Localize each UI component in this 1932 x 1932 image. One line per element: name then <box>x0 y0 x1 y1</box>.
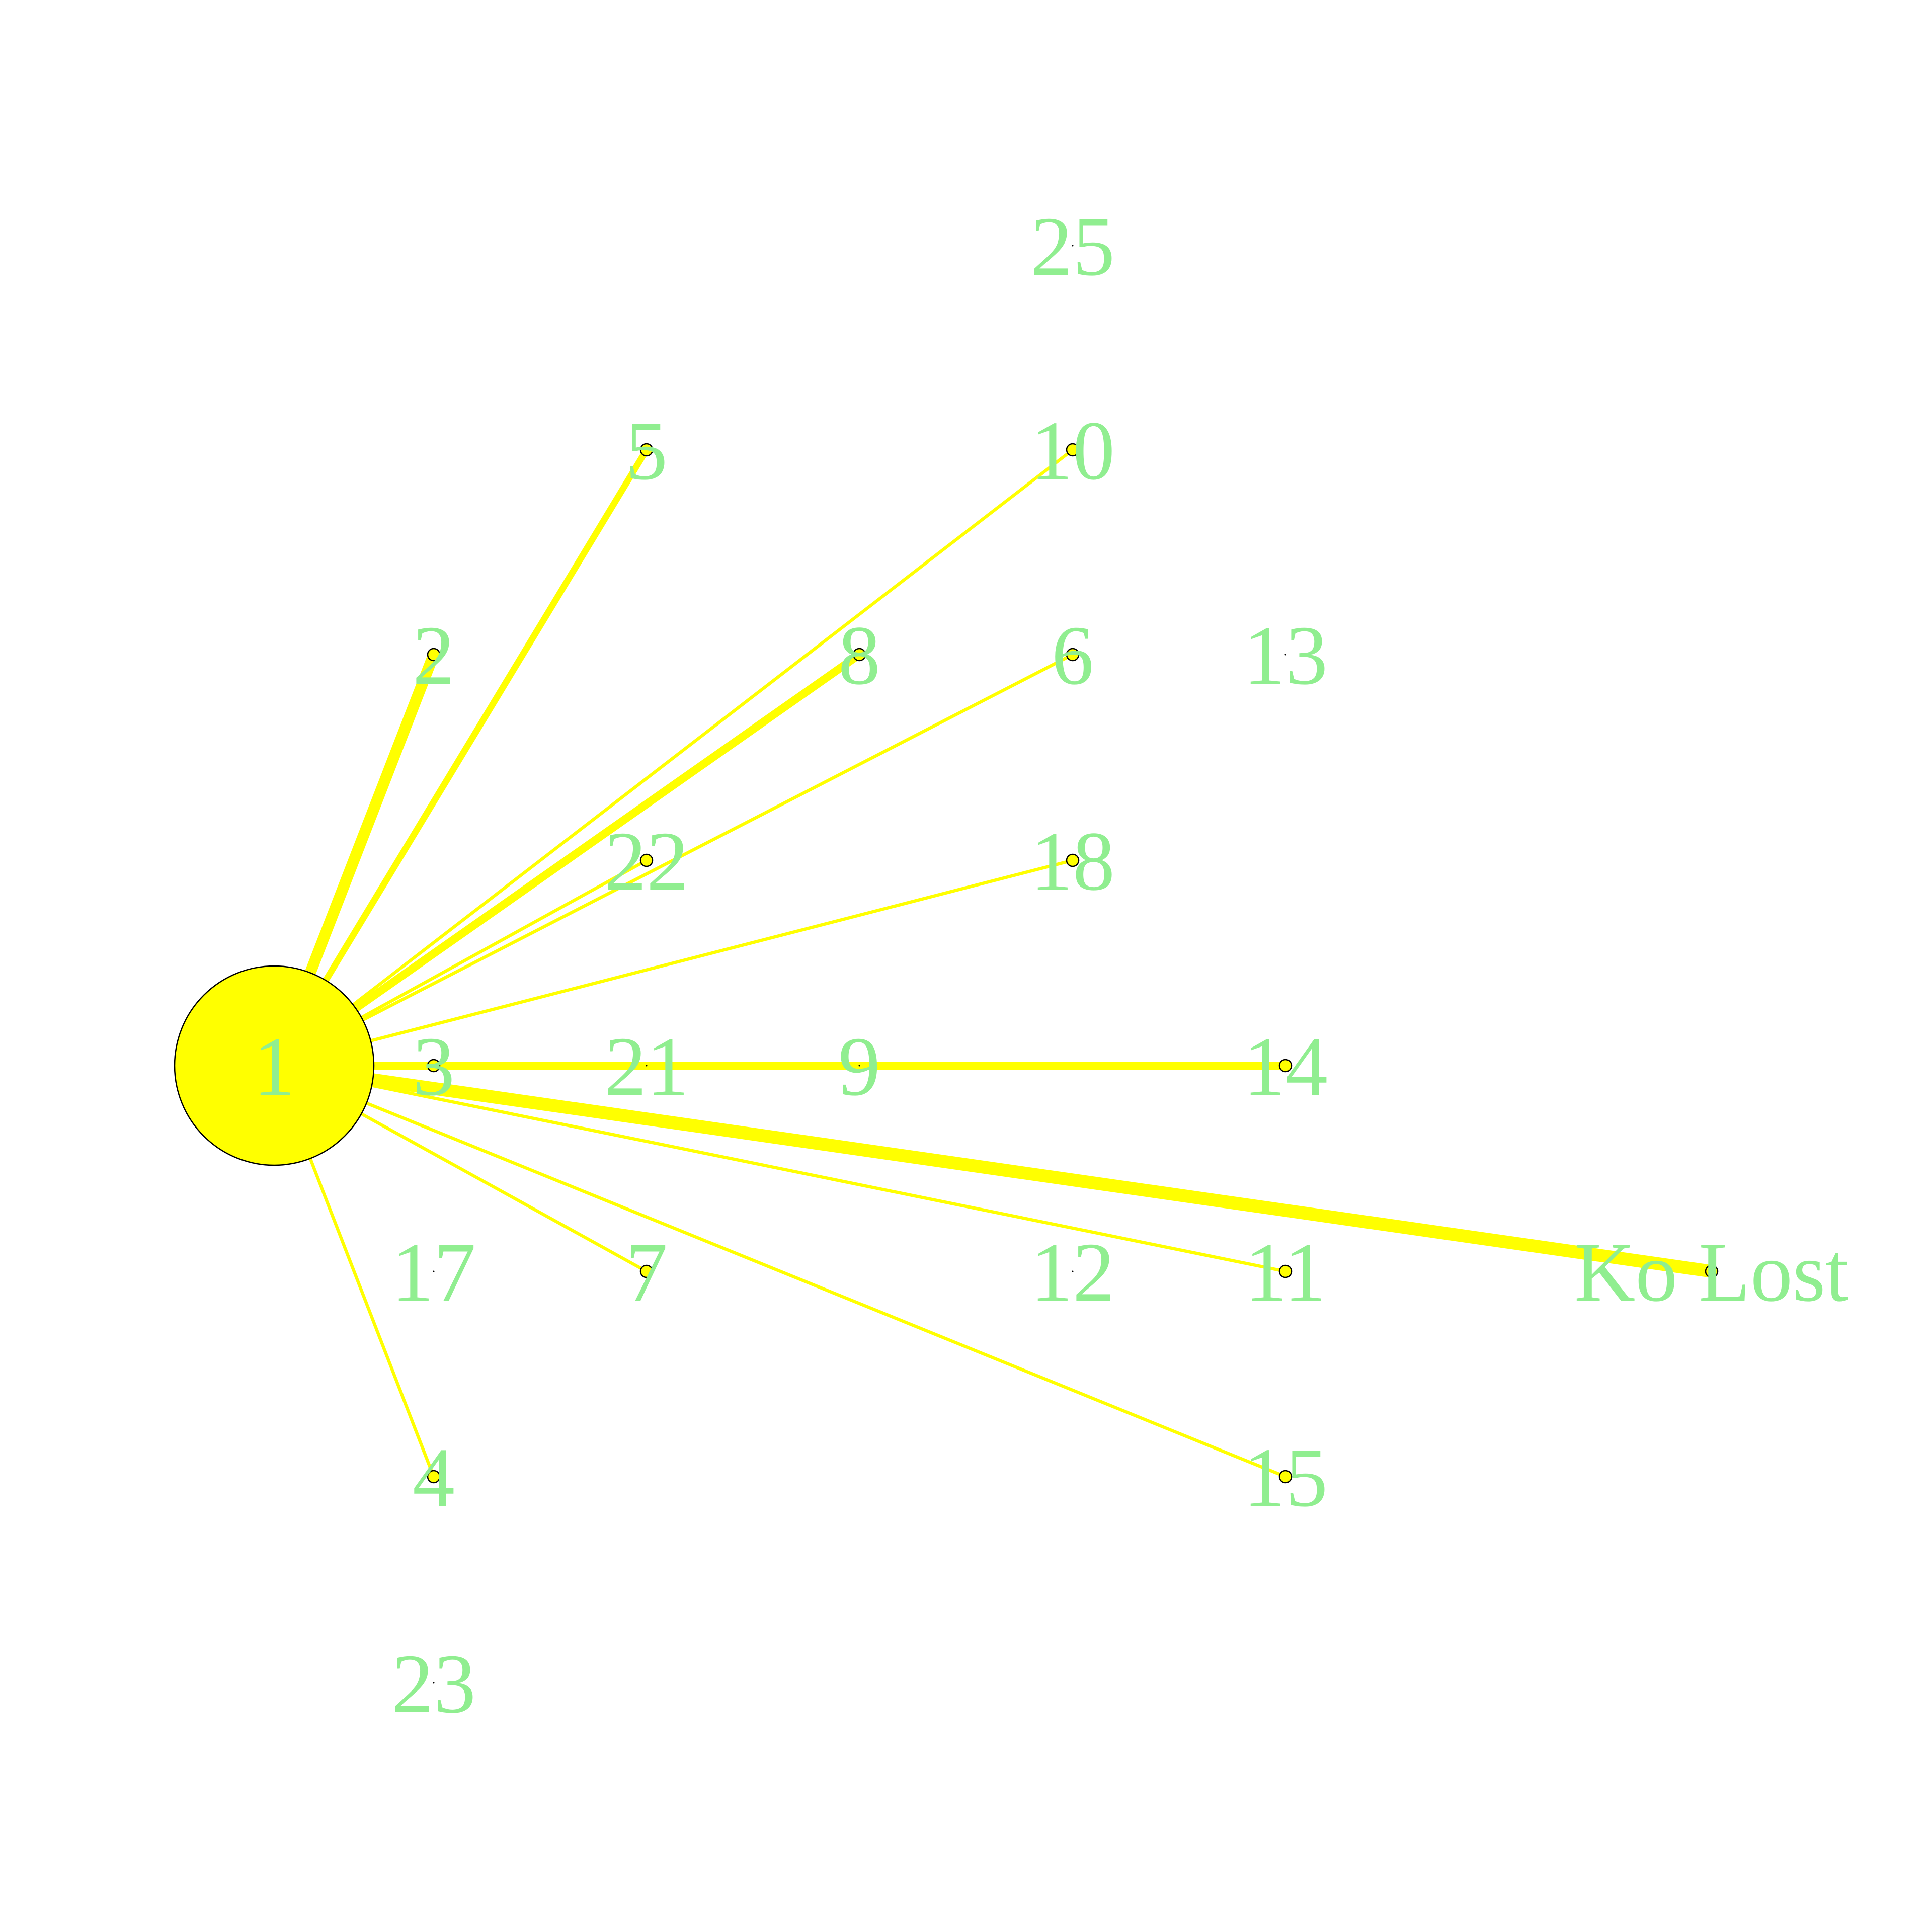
node-label-13: 13 <box>1243 609 1328 702</box>
node-4 <box>427 1470 441 1484</box>
node-13 <box>1284 654 1286 656</box>
node-label-18: 18 <box>1030 815 1115 908</box>
node-label-23: 23 <box>391 1637 476 1731</box>
node-label-25: 25 <box>1030 200 1115 293</box>
node-3 <box>427 1059 441 1073</box>
node-label-12: 12 <box>1030 1226 1115 1319</box>
node-label-10: 10 <box>1030 404 1115 498</box>
edge-1-8 <box>272 651 862 1069</box>
node-label-kolost: Ko Lost <box>1574 1226 1849 1319</box>
node-2 <box>427 648 441 662</box>
node-label-4: 4 <box>413 1431 455 1524</box>
node-7 <box>639 1264 654 1278</box>
node-label-14: 14 <box>1243 1020 1328 1113</box>
node-label-7: 7 <box>625 1226 668 1319</box>
node-6 <box>1066 648 1080 662</box>
nodes-layer <box>174 245 1719 1684</box>
node-label-11: 11 <box>1245 1226 1326 1319</box>
edge-1-11 <box>274 1064 1286 1273</box>
node-label-17: 17 <box>391 1226 476 1319</box>
edge-1-18 <box>274 858 1073 1068</box>
node-label-5: 5 <box>625 404 668 498</box>
node-8 <box>852 648 866 662</box>
node-5 <box>639 443 654 457</box>
node-kolost <box>1705 1264 1719 1278</box>
node-label-15: 15 <box>1243 1431 1328 1524</box>
node-label-6: 6 <box>1052 609 1094 702</box>
node-9 <box>858 1065 860 1067</box>
node-23 <box>433 1682 435 1684</box>
node-22 <box>639 853 654 867</box>
node-15 <box>1278 1470 1293 1484</box>
node-21 <box>646 1065 648 1067</box>
node-label-21: 21 <box>604 1020 689 1113</box>
node-11 <box>1278 1264 1293 1278</box>
edge-1-5 <box>271 448 650 1068</box>
edge-1-15 <box>273 1064 1286 1478</box>
node-1 <box>174 965 375 1166</box>
edges-layer <box>269 448 1713 1478</box>
node-label-9: 9 <box>838 1020 880 1113</box>
node-label-3: 3 <box>413 1020 455 1113</box>
node-10 <box>1066 443 1080 457</box>
node-label-22: 22 <box>604 815 689 908</box>
edge-1-6 <box>273 653 1074 1067</box>
node-label-1: 1 <box>253 1020 295 1113</box>
node-18 <box>1066 853 1080 867</box>
node-25 <box>1072 245 1074 247</box>
node-label-2: 2 <box>413 609 455 702</box>
edge-1-10 <box>273 448 1074 1067</box>
node-14 <box>1278 1059 1293 1073</box>
node-12 <box>1072 1270 1074 1272</box>
edge-1-kolost <box>273 1059 1713 1278</box>
node-label-8: 8 <box>838 609 880 702</box>
node-17 <box>433 1270 435 1272</box>
